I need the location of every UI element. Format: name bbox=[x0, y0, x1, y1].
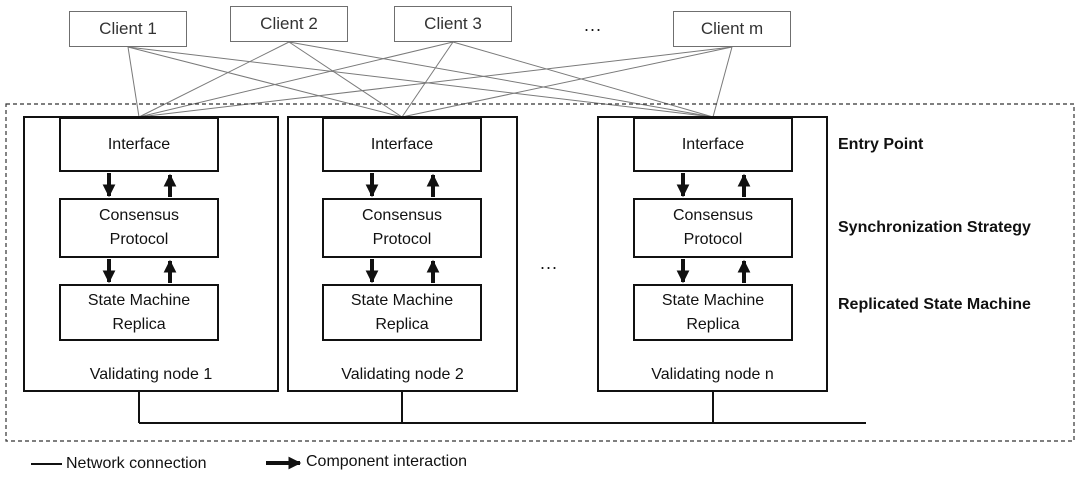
layer-label-entry-point: Entry Point bbox=[838, 136, 924, 153]
client-2-to-node-2-wire bbox=[288, 41, 403, 118]
client-4-to-node-3-wire bbox=[712, 46, 733, 118]
client-2-to-node-3-wire bbox=[288, 41, 714, 118]
node-2-interface: Interface bbox=[322, 117, 482, 172]
client-2-box: Client 2 bbox=[230, 6, 348, 42]
client-3-to-node-1-wire bbox=[138, 41, 454, 118]
client-1-box: Client 1 bbox=[69, 11, 187, 47]
component-arrows bbox=[102, 173, 751, 284]
client-ellipsis: ... bbox=[584, 15, 603, 35]
client-2-to-node-1-wire bbox=[138, 41, 290, 118]
node-1-consensus-protocol: Consensus Protocol bbox=[59, 198, 219, 258]
client-1-to-node-3-wire bbox=[127, 46, 714, 118]
node-2-consensus-protocol: Consensus Protocol bbox=[322, 198, 482, 258]
node-1-interface: Interface bbox=[59, 117, 219, 172]
client-3-box: Client 3 bbox=[394, 6, 512, 42]
client-1-to-node-2-wire bbox=[127, 46, 403, 118]
node-1-label: Validating node 1 bbox=[89, 366, 213, 383]
node-2-state-machine-replica: State Machine Replica bbox=[322, 284, 482, 341]
layer-label-replicated-state-machine: Replicated State Machine bbox=[838, 296, 1031, 313]
legend-network-label: Network connection bbox=[66, 455, 207, 472]
node-2-label: Validating node 2 bbox=[341, 366, 464, 383]
system-boundary bbox=[5, 103, 1075, 442]
network-bus bbox=[138, 392, 866, 424]
node-n-interface: Interface bbox=[633, 117, 793, 172]
node-ellipsis: ... bbox=[540, 253, 559, 273]
client-m-box: Client m bbox=[673, 11, 791, 47]
legend-marks bbox=[31, 456, 302, 470]
client-1-to-node-1-wire bbox=[127, 46, 140, 118]
legend-component-label: Component interaction bbox=[306, 453, 467, 470]
client-node-connections bbox=[127, 41, 733, 118]
layer-label-synchronization-strategy: Synchronization Strategy bbox=[838, 219, 1031, 236]
node-n-label: Validating node n bbox=[651, 366, 774, 383]
node-n-consensus-protocol: Consensus Protocol bbox=[633, 198, 793, 258]
client-4-to-node-2-wire bbox=[401, 46, 733, 118]
client-3-to-node-3-wire bbox=[452, 41, 714, 118]
client-4-to-node-1-wire bbox=[138, 46, 733, 118]
node-1-state-machine-replica: State Machine Replica bbox=[59, 284, 219, 341]
client-3-to-node-2-wire bbox=[401, 41, 454, 118]
node-n-state-machine-replica: State Machine Replica bbox=[633, 284, 793, 341]
